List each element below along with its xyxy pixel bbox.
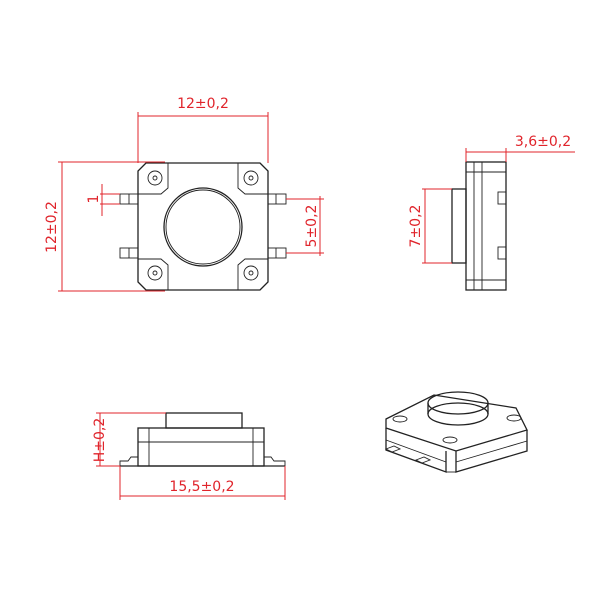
isometric-view bbox=[384, 391, 528, 473]
actuator-circle bbox=[163, 187, 243, 267]
dim-total-length: 15,5±0,2 bbox=[169, 479, 234, 495]
top-view: 12±0,2 12±0,2 1 5±0,2 bbox=[44, 96, 324, 292]
dim-height: H±0,2 bbox=[92, 418, 108, 463]
front-view: H±0,2 15,5±0,2 bbox=[92, 412, 286, 500]
dim-top-height: 12±0,2 bbox=[44, 201, 60, 253]
pins bbox=[119, 193, 287, 259]
corner-pads bbox=[137, 162, 269, 291]
side-view: 3,6±0,2 7±0,2 bbox=[408, 134, 575, 291]
dim-side-thickness: 3,6±0,2 bbox=[515, 134, 571, 150]
dim-top-width: 12±0,2 bbox=[177, 96, 229, 112]
dim-pin-pitch: 5±0,2 bbox=[304, 205, 320, 248]
dim-actuator-diameter: 7±0,2 bbox=[408, 205, 424, 248]
front-actuator bbox=[165, 412, 243, 429]
dim-pin-width: 1 bbox=[86, 195, 102, 204]
side-actuator bbox=[451, 188, 467, 264]
